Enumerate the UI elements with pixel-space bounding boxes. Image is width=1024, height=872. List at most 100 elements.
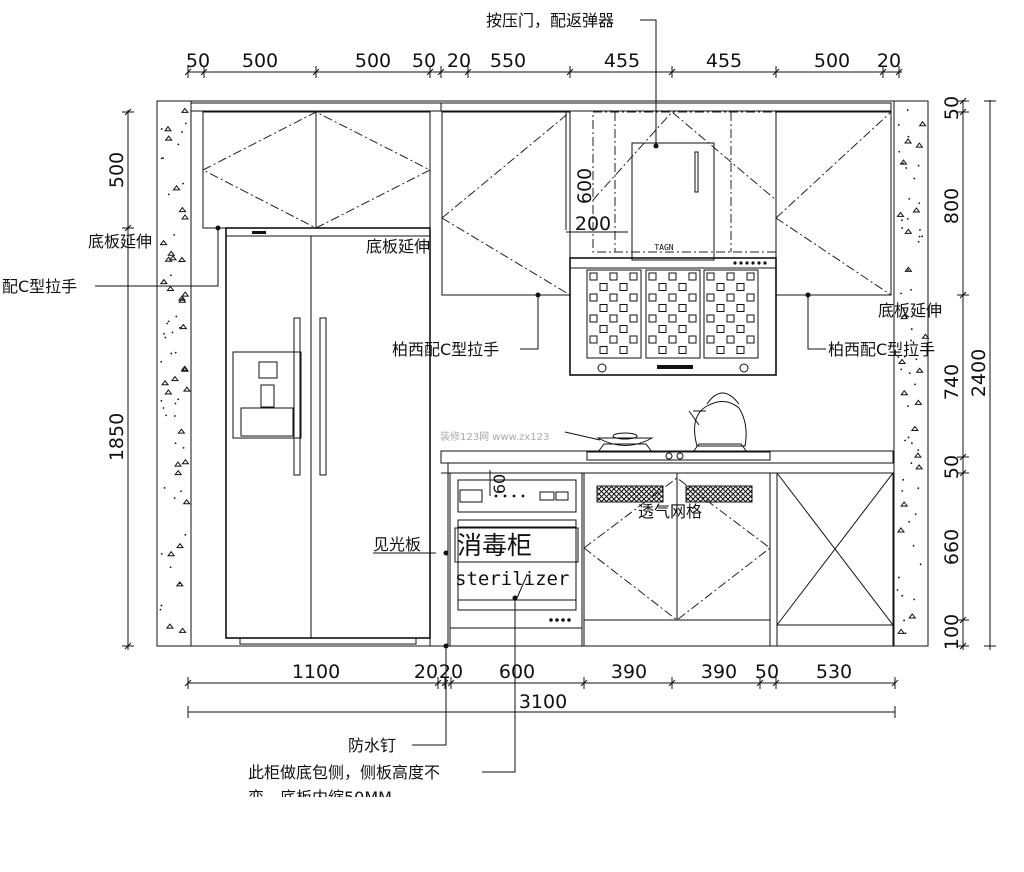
vent-hatch-line [749, 499, 753, 503]
dim-tick-slash [184, 68, 192, 76]
hood-grille-cell [658, 346, 667, 354]
bottom-dimension-labels: 1100 20 20 600 390 390 50 530 3100 [292, 661, 852, 713]
dim-text: 660 [941, 529, 963, 565]
vent-hatch-line [596, 485, 613, 502]
hood-grille-cell [658, 283, 667, 291]
concrete-dot [181, 131, 183, 133]
dim-text: 50 [755, 661, 779, 683]
vent-hatch-line [655, 494, 664, 503]
concrete-dot [914, 513, 917, 516]
concrete-dot [910, 462, 913, 464]
dim-text: 20 [439, 661, 463, 683]
hood-grille-cell [609, 335, 618, 344]
hood-grille-cell [589, 293, 598, 302]
concrete-dot [917, 240, 920, 243]
dim-tick-slash [772, 68, 780, 76]
concrete-dot [175, 315, 178, 318]
corner-cabinet [776, 472, 894, 647]
concrete-dot [902, 162, 905, 165]
dim-tick-slash [959, 469, 967, 477]
concrete-dot [182, 182, 184, 185]
dim-tick-slash [447, 679, 455, 687]
concrete-dot [169, 274, 172, 277]
dim-tick-slash [772, 679, 780, 687]
hood-grille-cell [706, 293, 715, 302]
vent-hatch-line [744, 494, 753, 503]
concrete-dot [905, 315, 908, 318]
hood-grille-cell [706, 314, 715, 323]
hood-grille-cell [629, 335, 638, 344]
concrete-mark [900, 501, 909, 507]
concrete-mark [913, 452, 922, 458]
dim-text: 500 [814, 50, 850, 72]
sterilizer-button [549, 618, 553, 622]
hood-grille [703, 269, 759, 359]
hood-grille-cell [589, 335, 598, 344]
concrete-dot [167, 320, 170, 323]
dim-tick-slash [668, 679, 676, 687]
dim-tick-slash [959, 642, 967, 650]
concrete-dot [910, 288, 912, 291]
concrete-dot [160, 553, 163, 555]
hood-grille-cell [619, 325, 628, 333]
concrete-mark [175, 581, 184, 587]
hood-grille-cell [688, 314, 697, 323]
concrete-dot [905, 167, 908, 169]
concrete-dot [174, 442, 177, 445]
hood-grille-cell [658, 325, 667, 333]
dim-tick-slash [879, 68, 887, 76]
hood-grille-cell [658, 304, 667, 312]
dim-tick-slash [437, 68, 445, 76]
dim-tick-slash [959, 291, 967, 299]
concrete-dot [910, 442, 913, 445]
dim-tick-slash [124, 224, 132, 232]
concrete-dot [908, 198, 911, 200]
concrete-dot [160, 604, 163, 607]
concrete-dot [177, 143, 180, 146]
sterilizer-en-label: sterilizer [455, 568, 569, 590]
concrete-mark [897, 628, 906, 634]
handle-label-right: 柏西配C型拉手 [828, 340, 935, 359]
concrete-dot [907, 269, 909, 271]
hood-grille-cell [706, 272, 715, 281]
left-dimension-labels: 500 1850 [106, 152, 128, 461]
concrete-dot [914, 383, 916, 386]
hood-grille-cell [726, 335, 735, 344]
upper-cabinets [190, 100, 894, 646]
top-dimension-line [184, 66, 903, 78]
dim-tick-slash [895, 68, 903, 76]
concrete-dot [907, 135, 910, 138]
dim-text: 20 [447, 50, 471, 72]
concrete-dot [901, 227, 904, 229]
left-dimension-line [122, 108, 134, 650]
wok-icon [564, 431, 654, 446]
concrete-mark [159, 239, 168, 246]
hood-grille-cell [648, 314, 657, 323]
concrete-dot [910, 339, 912, 342]
crop-mask [240, 797, 440, 817]
concrete-dot [917, 449, 920, 452]
concrete-dot [173, 497, 176, 500]
dim-tick-slash [426, 68, 434, 76]
dim-text: 50 [941, 455, 963, 479]
dim-text: 530 [816, 661, 852, 683]
dim-text: 600 [499, 661, 535, 683]
concrete-mark [172, 185, 181, 191]
concrete-dot [162, 157, 164, 159]
sterilizer-button [555, 618, 559, 622]
light-board-label: 见光板 [373, 535, 421, 554]
concrete-dot [919, 563, 922, 566]
concrete-dot [913, 598, 916, 601]
vent-hatch-line [650, 489, 664, 503]
vent-hatch-line [749, 485, 753, 489]
concrete-mark [159, 278, 168, 285]
hood-grille-cell [609, 293, 618, 302]
right-dimension-labels: 50 800 740 50 660 100 2400 [941, 96, 990, 650]
concrete-mark [179, 323, 188, 330]
concrete-mark [896, 527, 905, 533]
dim-text: 1100 [292, 661, 340, 683]
vent-hatch-line [660, 499, 664, 503]
concrete-dot [170, 352, 173, 355]
vent-hatch-line [685, 486, 702, 503]
concrete-mark [164, 389, 173, 395]
